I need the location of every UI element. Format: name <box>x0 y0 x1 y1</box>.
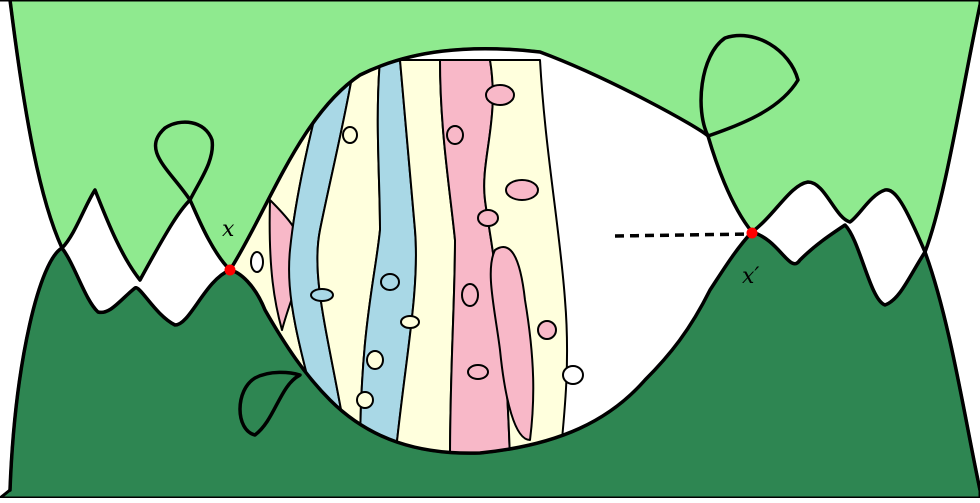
bubble <box>357 392 373 408</box>
bubble <box>486 85 514 105</box>
bubble <box>506 180 538 200</box>
bubble <box>468 365 488 379</box>
bubble <box>311 289 333 301</box>
label-x-prime: x′ <box>742 264 759 289</box>
bubble <box>462 284 478 306</box>
bubble <box>447 126 463 144</box>
bubble <box>401 316 419 328</box>
label-x: x <box>222 217 235 242</box>
bubble <box>563 366 583 384</box>
bubble <box>251 252 263 272</box>
bubble <box>381 274 399 290</box>
bubble <box>478 210 498 226</box>
bubble <box>343 127 357 143</box>
point-x-marker <box>225 265 236 276</box>
bubble <box>367 351 383 369</box>
bubble <box>538 321 556 339</box>
point-x-prime-marker <box>747 228 758 239</box>
